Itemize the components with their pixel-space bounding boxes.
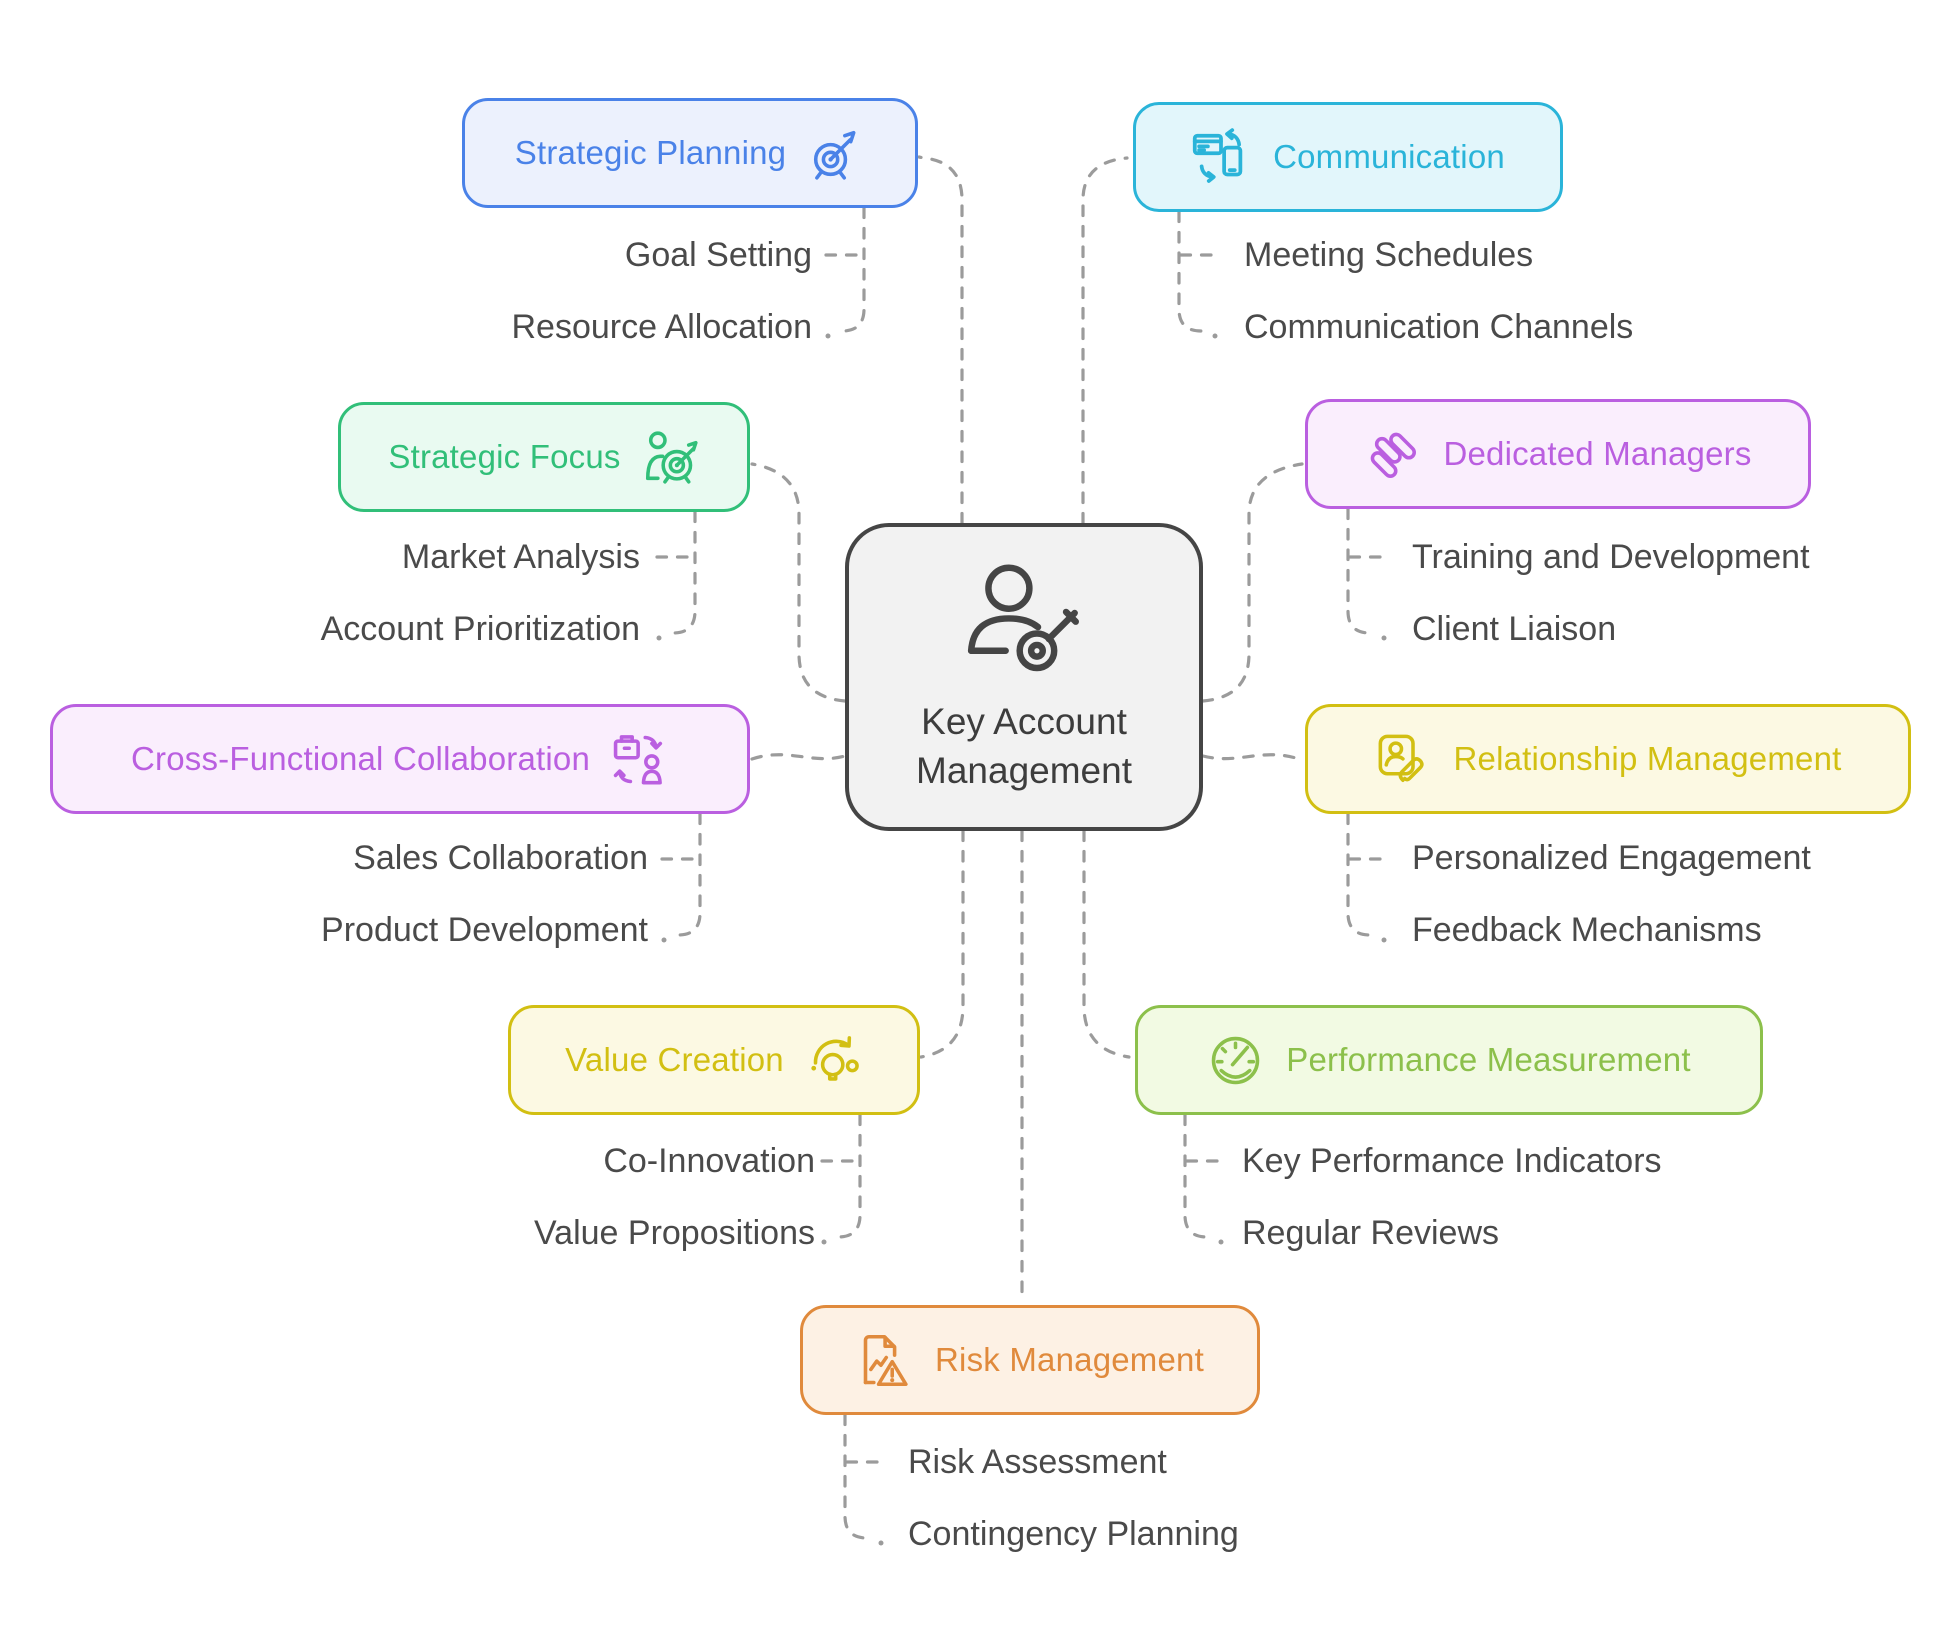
briefcase-person-sync-icon (613, 734, 663, 784)
subtopic-resource-allocation[interactable]: Resource Allocation (511, 308, 812, 346)
target-dart-icon (814, 130, 856, 180)
subtopic-regular-reviews[interactable]: Regular Reviews (1242, 1214, 1499, 1252)
subtopic-personalized-engagement[interactable]: Personalized Engagement (1412, 839, 1811, 877)
person-key-icon (967, 564, 1079, 671)
subtopic-risk-assessment[interactable]: Risk Assessment (908, 1443, 1167, 1481)
subtopic-key-performance-indicators[interactable]: Key Performance Indicators (1242, 1142, 1662, 1180)
gauge-icon (1212, 1036, 1260, 1084)
subtopic-market-analysis[interactable]: Market Analysis (401, 538, 640, 576)
subtopic-training-and-development[interactable]: Training and Development (1412, 538, 1810, 576)
branch-label: Risk Management (935, 1341, 1204, 1378)
branch-relationship-management[interactable]: Relationship Management (1305, 704, 1911, 814)
branch-strategic-planning[interactable]: Strategic Planning (462, 98, 918, 208)
branch-dedicated-managers[interactable]: Dedicated Managers (1305, 399, 1811, 509)
devices-sync-icon (1192, 128, 1243, 183)
branch-label: Dedicated Managers (1443, 435, 1752, 472)
subtopic-communication-channels[interactable]: Communication Channels (1244, 308, 1634, 346)
branch-communication[interactable]: Communication (1133, 102, 1563, 212)
person-target-icon (645, 430, 698, 484)
branch-label: Strategic Focus (388, 438, 621, 475)
chart-warning-icon (863, 1334, 908, 1386)
branch-risk-management[interactable]: Risk Management (800, 1305, 1260, 1415)
branch-value-creation[interactable]: Value Creation (508, 1005, 920, 1115)
central-node[interactable]: Key Account Management (845, 523, 1203, 831)
subtopic-meeting-schedules[interactable]: Meeting Schedules (1244, 236, 1534, 274)
subtopic-co-innovation[interactable]: Co-Innovation (603, 1142, 815, 1180)
branch-label: Communication (1273, 138, 1505, 175)
subtopic-client-liaison[interactable]: Client Liaison (1412, 610, 1617, 648)
subtopic-sales-collaboration[interactable]: Sales Collaboration (353, 839, 648, 877)
lightbulb-orbit-icon (811, 1035, 859, 1081)
branch-cross-functional-collaboration[interactable]: Cross-Functional Collaboration (50, 704, 750, 814)
subtopic-feedback-mechanisms[interactable]: Feedback Mechanisms (1412, 911, 1762, 949)
central-label: Key Account Management (916, 700, 1132, 791)
branch-label: Cross-Functional Collaboration (130, 740, 591, 777)
capsule-steps-icon (1371, 432, 1417, 478)
id-card-paperclip-icon (1378, 734, 1424, 782)
subtopic-value-propositions[interactable]: Value Propositions (534, 1214, 815, 1252)
branch-label: Strategic Planning (514, 134, 787, 171)
subtopic-goal-setting[interactable]: Goal Setting (624, 236, 812, 274)
subtopic-product-development[interactable]: Product Development (321, 911, 648, 949)
branch-label: Value Creation (565, 1041, 784, 1078)
subtopic-contingency-planning[interactable]: Contingency Planning (908, 1515, 1239, 1553)
branch-strategic-focus[interactable]: Strategic Focus (338, 402, 750, 512)
subtopic-account-prioritization[interactable]: Account Prioritization (320, 610, 640, 648)
branch-performance-measurement[interactable]: Performance Measurement (1135, 1005, 1763, 1115)
branch-label: Performance Measurement (1286, 1041, 1691, 1078)
branch-label: Relationship Management (1453, 740, 1842, 777)
